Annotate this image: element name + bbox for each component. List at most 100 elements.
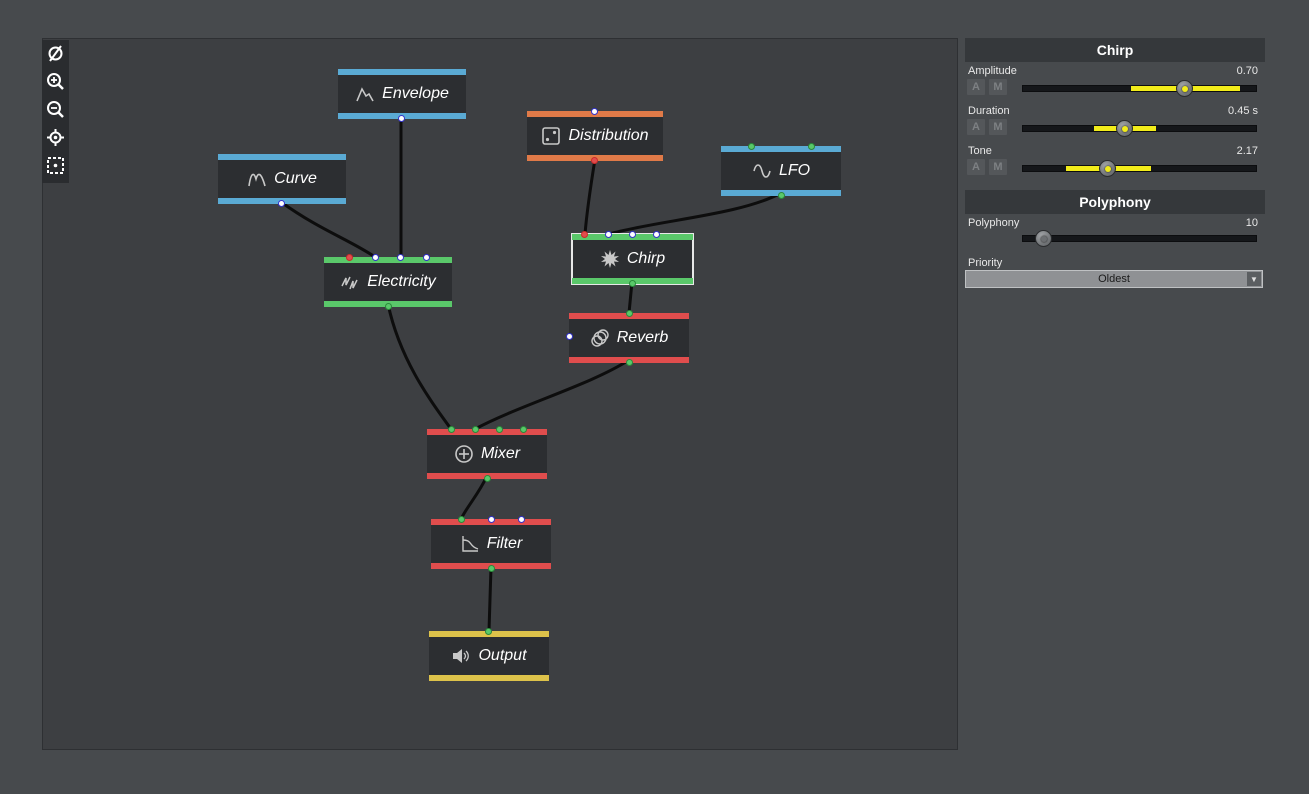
output-port[interactable] [488, 565, 495, 572]
param-name: Priority [968, 257, 1003, 269]
polyphony-section-title: Polyphony [965, 190, 1265, 214]
input-port[interactable] [629, 231, 636, 238]
input-port[interactable] [496, 426, 503, 433]
param-name: Tone [968, 145, 992, 157]
output-port[interactable] [591, 157, 598, 164]
node-chirp[interactable]: Chirp [571, 231, 694, 287]
input-port[interactable] [748, 143, 755, 150]
param-value: 0.45 s [1228, 105, 1258, 117]
node-lfo[interactable]: LFO [721, 143, 841, 199]
canvas-toolbar [42, 40, 69, 183]
starburst-icon [600, 250, 619, 268]
output-port[interactable] [278, 200, 285, 207]
modulate-button[interactable]: M [989, 79, 1007, 95]
node-label: Chirp [626, 250, 666, 267]
slider-knob[interactable] [1176, 80, 1193, 97]
automate-button[interactable]: A [967, 159, 985, 175]
input-port[interactable] [488, 516, 495, 523]
param-name: Amplitude [968, 65, 1017, 77]
param-value: 2.17 [1236, 145, 1258, 157]
side-port[interactable] [566, 333, 573, 340]
chevron-down-icon[interactable]: ▼ [1247, 272, 1261, 286]
input-port[interactable] [591, 108, 598, 115]
node-label: Curve [274, 170, 317, 187]
node-filter[interactable]: Filter [431, 516, 551, 572]
output-port[interactable] [629, 280, 636, 287]
dice-icon [542, 127, 561, 145]
input-port[interactable] [808, 143, 815, 150]
input-port[interactable] [581, 231, 588, 238]
input-port[interactable] [472, 426, 479, 433]
priority-value: Oldest [1098, 273, 1130, 285]
param-priority: Priority [965, 254, 1265, 294]
param-polyphony: Polyphony 10 [965, 214, 1265, 254]
node-reverb[interactable]: Reverb [566, 310, 689, 366]
input-port[interactable] [397, 254, 404, 261]
input-port[interactable] [520, 426, 527, 433]
slider-knob[interactable] [1099, 160, 1116, 177]
modulate-button[interactable]: M [989, 159, 1007, 175]
param-amplitude: Amplitude 0.70 A M [965, 62, 1265, 102]
input-port[interactable] [372, 254, 379, 261]
param-value: 10 [1245, 217, 1258, 229]
param-name: Duration [968, 105, 1010, 117]
node-label: Distribution [568, 127, 649, 144]
center-icon[interactable] [45, 127, 66, 148]
output-port[interactable] [484, 475, 491, 482]
output-port[interactable] [398, 115, 405, 122]
curve-icon [248, 173, 266, 187]
inspector-title: Chirp [965, 38, 1265, 62]
polyphony-slider[interactable] [1022, 230, 1257, 247]
amplitude-slider[interactable] [1022, 80, 1257, 97]
envelope-icon [356, 87, 374, 102]
node-label: Filter [486, 535, 523, 552]
output-port[interactable] [385, 303, 392, 310]
node-envelope[interactable]: Envelope [338, 69, 466, 122]
plus-circle-icon [455, 445, 473, 463]
input-port[interactable] [458, 516, 465, 523]
node-label: Mixer [480, 445, 521, 462]
speaker-icon [453, 649, 470, 663]
node-output[interactable]: Output [429, 628, 549, 681]
clear-icon[interactable] [45, 43, 66, 64]
node-curve[interactable]: Curve [218, 154, 346, 207]
input-port[interactable] [605, 231, 612, 238]
duration-slider[interactable] [1022, 120, 1257, 137]
slider-knob[interactable] [1116, 120, 1133, 137]
zoom-in-icon[interactable] [45, 71, 66, 92]
param-value: 0.70 [1236, 65, 1258, 77]
input-port[interactable] [653, 231, 660, 238]
zoom-out-icon[interactable] [45, 99, 66, 120]
electricity-icon [341, 276, 358, 290]
output-port[interactable] [778, 192, 785, 199]
priority-dropdown[interactable]: Oldest ▼ [965, 270, 1263, 288]
node-electricity[interactable]: Electricity [324, 254, 452, 310]
param-tone: Tone 2.17 A M [965, 142, 1265, 182]
output-port[interactable] [626, 359, 633, 366]
select-icon[interactable] [45, 155, 66, 176]
slider-knob[interactable] [1035, 230, 1052, 247]
node-label: Output [478, 647, 527, 664]
input-port[interactable] [518, 516, 525, 523]
param-name: Polyphony [968, 217, 1020, 229]
node-distribution[interactable]: Distribution [527, 108, 663, 164]
automate-button[interactable]: A [967, 79, 985, 95]
input-port[interactable] [626, 310, 633, 317]
input-port[interactable] [423, 254, 430, 261]
input-port[interactable] [485, 628, 492, 635]
node-label: Reverb [616, 329, 669, 346]
filter-curve-icon [462, 536, 478, 552]
modulate-button[interactable]: M [989, 119, 1007, 135]
node-label: LFO [778, 162, 811, 179]
node-mixer[interactable]: Mixer [427, 426, 547, 482]
inspector-panel: Chirp Amplitude 0.70 A M Duration 0.45 s… [965, 38, 1265, 294]
sine-wave-icon [753, 164, 771, 178]
node-label: Electricity [367, 273, 436, 290]
input-port[interactable] [448, 426, 455, 433]
input-port[interactable] [346, 254, 353, 261]
reverb-icon [591, 329, 609, 347]
param-duration: Duration 0.45 s A M [965, 102, 1265, 142]
node-label: Envelope [382, 85, 449, 102]
automate-button[interactable]: A [967, 119, 985, 135]
tone-slider[interactable] [1022, 160, 1257, 177]
